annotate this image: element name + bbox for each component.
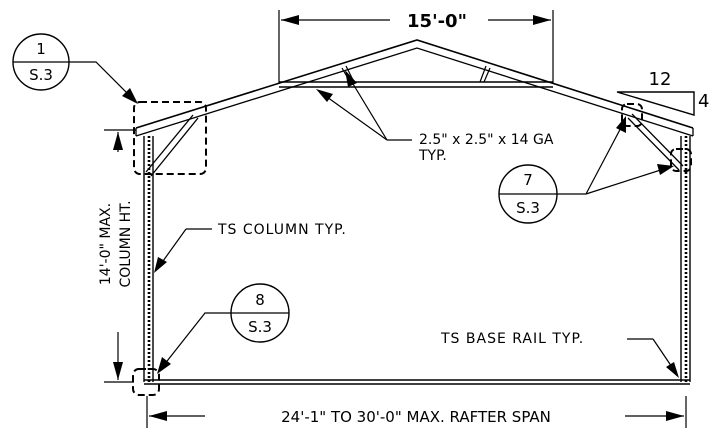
slope-run-label: 12 — [649, 69, 672, 90]
detail-box-7b — [670, 148, 692, 172]
brace-size-note: 2.5" x 2.5" x 14 GA TYP. — [316, 70, 554, 164]
detail-box-7a — [621, 103, 643, 127]
column-note-text: TS COLUMN TYP. — [217, 222, 347, 238]
rafter-span-label: 24'-1" TO 30'-0" MAX. RAFTER SPAN — [281, 408, 551, 426]
base-rail-note-text: TS BASE RAIL TYP. — [440, 331, 584, 347]
rafter-span-dimension: 24'-1" TO 30'-0" MAX. RAFTER SPAN — [146, 396, 687, 428]
callout-7-number: 7 — [523, 171, 533, 189]
callout-7-sheet: S.3 — [516, 199, 540, 217]
brace-note-line2: TYP. — [418, 148, 447, 164]
roof-slope-indicator: 12 4 — [616, 69, 709, 116]
callout-8-number: 8 — [255, 291, 265, 309]
roof-rafter — [135, 39, 694, 137]
column-height-label-2: COLUMN HT. — [118, 200, 134, 287]
detail-box-1 — [133, 101, 207, 175]
knee-brace-left — [145, 114, 199, 177]
column-left — [143, 136, 154, 382]
column-right — [680, 136, 691, 382]
callout-1-number: 1 — [36, 40, 46, 58]
callout-8-sheet: S.3 — [248, 318, 272, 336]
slope-rise-label: 4 — [698, 91, 709, 112]
callout-7[interactable]: 7 S.3 — [498, 116, 674, 224]
column-height-dimension: 14'-0" MAX. COLUMN HT. — [98, 129, 136, 383]
base-rail-note: TS BASE RAIL TYP. — [440, 331, 679, 378]
column-note: TS COLUMN TYP. — [154, 222, 347, 273]
truss-braces — [341, 65, 491, 83]
brace-note-line1: 2.5" x 2.5" x 14 GA — [419, 132, 554, 148]
collar-tie — [279, 81, 553, 88]
base-rail — [144, 379, 690, 385]
callout-1[interactable]: 1 S.3 — [12, 33, 138, 104]
truss-span-dimension: 15'-0" — [278, 10, 554, 84]
column-height-label-1: 14'-0" MAX. — [98, 203, 114, 285]
detail-box-8 — [132, 368, 160, 396]
callout-8[interactable]: 8 S.3 — [157, 283, 290, 374]
truss-span-label: 15'-0" — [407, 11, 467, 32]
callout-1-sheet: S.3 — [29, 66, 53, 84]
